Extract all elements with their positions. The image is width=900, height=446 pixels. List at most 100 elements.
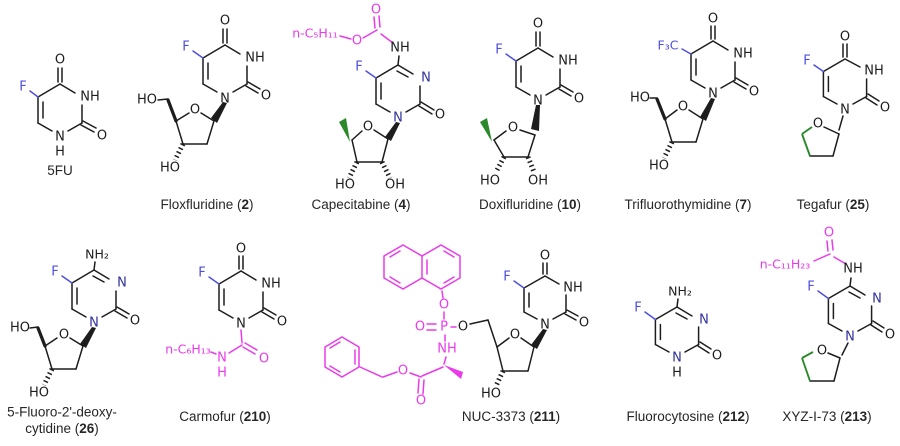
atom-F: F xyxy=(634,301,641,316)
group-F3C: F₃C xyxy=(658,38,679,53)
atom-N: N xyxy=(117,276,127,291)
caption-capecitabine: Capecitabine (4) xyxy=(311,197,410,212)
atom-F: F xyxy=(803,54,810,69)
caption-carmofur: Carmofur (210) xyxy=(179,409,271,424)
caption-doxifluridine: Doxifluridine (10) xyxy=(479,197,581,212)
atom-O: O xyxy=(840,30,850,45)
atom-O: O xyxy=(435,108,445,123)
group-pentyl: n-C₅H₁₁ xyxy=(292,26,338,41)
atom-O: O xyxy=(59,328,69,343)
structure-carmofur: O NH O N F O N H n-C₆H₁₃ Carmofur (210) xyxy=(165,242,287,424)
atom-NH: NH xyxy=(558,54,578,69)
atom-O: O xyxy=(416,394,426,409)
structure-nuc-3373: O P O O NH O O O HO O NH O N F NUC-3373 … xyxy=(324,244,589,424)
structure-xyz-i-73: NH O n-C₁₁H₂₃ N O N F O XYZ-I-73 (213) xyxy=(760,226,895,424)
bonds xyxy=(649,25,749,160)
bonds xyxy=(480,31,574,174)
atom-O: O xyxy=(458,320,468,335)
atom-O: O xyxy=(508,121,518,136)
atom-O: O xyxy=(817,344,827,359)
atom-O: O xyxy=(749,85,759,100)
caption-5fu: 5FU xyxy=(47,163,73,178)
atom-NH: NH xyxy=(80,90,100,105)
atom-N: N xyxy=(55,130,65,145)
atom-O: O xyxy=(574,92,584,107)
atom-NH: NH xyxy=(390,41,410,56)
atom-O: O xyxy=(371,3,381,18)
atom-F: F xyxy=(182,40,189,55)
bonds xyxy=(644,298,712,354)
atom-O: O xyxy=(712,349,722,364)
caption-5f-deoxycytidine-line2: cytidine (26) xyxy=(25,421,99,436)
atom-NH: NH xyxy=(733,47,753,62)
atom-HO: HO xyxy=(480,174,500,189)
atom-HO: HO xyxy=(160,161,180,176)
atom-F: F xyxy=(51,265,58,280)
atom-F: F xyxy=(19,80,26,95)
atom-O: O xyxy=(824,226,834,241)
structure-5fu: O NH O N H F 5FU xyxy=(19,53,107,178)
atom-NH: NH xyxy=(261,277,281,292)
atom-N: N xyxy=(840,103,850,118)
bonds xyxy=(29,67,97,133)
atom-OH: OH xyxy=(385,178,405,193)
atom-P: P xyxy=(440,320,448,335)
atom-O: O xyxy=(885,328,895,343)
atom-O: O xyxy=(363,120,373,135)
atom-O: O xyxy=(352,34,362,49)
bonds xyxy=(157,28,261,162)
atom-O: O xyxy=(540,249,550,264)
group-NH2: NH₂ xyxy=(85,247,109,262)
atom-N: N xyxy=(236,317,246,332)
atom-O: O xyxy=(261,89,271,104)
atom-O: O xyxy=(130,314,140,329)
atom-N: N xyxy=(421,71,431,86)
atom-HO: HO xyxy=(481,387,501,402)
caption-trifluorothymidine: Trifluorothymidine (7) xyxy=(624,197,751,212)
atom-F: F xyxy=(807,280,814,295)
atom-N: N xyxy=(699,313,709,328)
atom-O: O xyxy=(259,352,269,367)
atom-HO: HO xyxy=(137,93,157,108)
atom-HO: HO xyxy=(335,178,355,193)
atom-NH: NH xyxy=(563,281,583,296)
atom-HO: HO xyxy=(10,321,30,336)
atom-O: O xyxy=(678,100,688,115)
atom-H: H xyxy=(672,366,682,381)
atom-N: N xyxy=(540,318,550,333)
atom-N: N xyxy=(217,351,227,366)
atom-HO: HO xyxy=(649,159,669,174)
group-hexyl: n-C₆H₁₃ xyxy=(165,342,211,357)
structure-doxifluridine: O NH O N F O HO OH Doxifluridine (10) xyxy=(479,17,584,212)
caption-5f-deoxycytidine-line1: 5-Fluoro-2'-deoxy- xyxy=(7,405,117,420)
atom-N: N xyxy=(872,292,882,307)
atom-O: O xyxy=(415,320,425,335)
atom-O: O xyxy=(55,53,65,68)
bonds xyxy=(339,15,435,180)
atom-O: O xyxy=(398,364,408,379)
structure-fluorocytosine: NH₂ N O N H F Fluorocytosine (212) xyxy=(626,284,749,424)
atom-N: N xyxy=(393,111,403,126)
bonds xyxy=(324,244,579,395)
atom-O: O xyxy=(579,316,589,331)
atom-HO: HO xyxy=(29,386,49,401)
atom-O: O xyxy=(97,129,107,144)
structure-capecitabine: n-C₅H₁₁ O O NH N O N F O HO OH Capecitab… xyxy=(292,3,445,212)
atom-O: O xyxy=(708,12,718,27)
atom-NH: NH xyxy=(843,262,863,277)
atom-H: H xyxy=(55,145,65,160)
bonds xyxy=(801,239,885,382)
group-NH2: NH₂ xyxy=(668,284,692,299)
atom-NH: NH xyxy=(437,342,457,357)
atom-O: O xyxy=(220,14,230,29)
structure-tegafur: O NH O N F O Tegafur (25) xyxy=(797,30,891,212)
caption-tegafur: Tegafur (25) xyxy=(797,197,870,212)
atom-O: O xyxy=(190,103,200,118)
atom-N: N xyxy=(845,330,855,345)
bonds xyxy=(29,261,130,387)
group-undecyl: n-C₁₁H₂₃ xyxy=(760,257,811,272)
atom-O: O xyxy=(880,101,890,116)
caption-floxfluridine: Floxfluridine (2) xyxy=(160,197,253,212)
atom-O: O xyxy=(510,328,520,343)
